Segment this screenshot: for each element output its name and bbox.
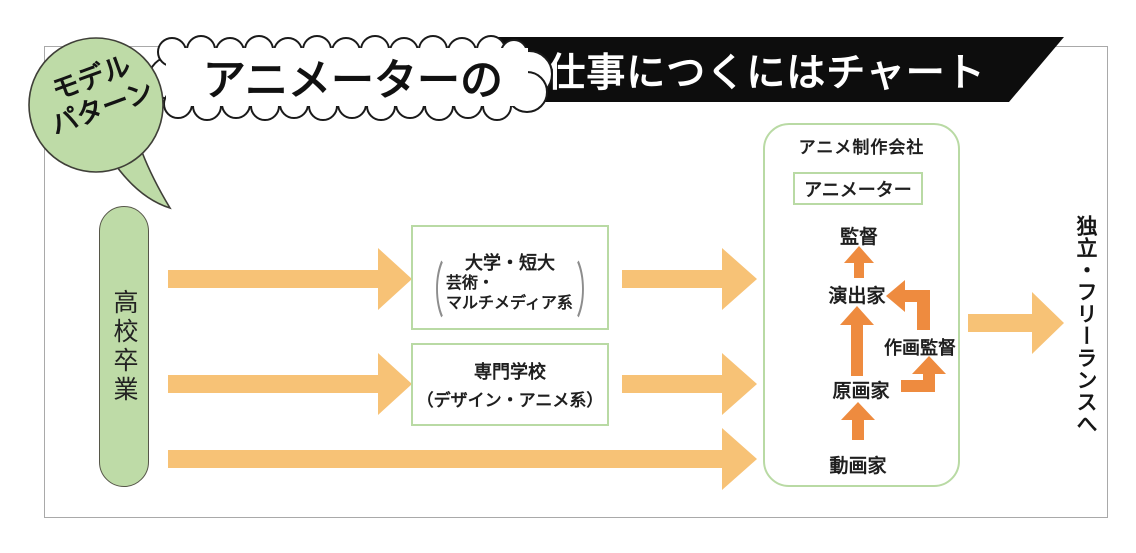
animator-box: アニメーター: [793, 172, 923, 205]
paren-open: （: [417, 258, 444, 327]
university-detail-line1: 芸術・: [446, 272, 495, 292]
role-animation-director: 作画監督: [884, 338, 956, 359]
arrow-highschool-to-company: [168, 428, 757, 490]
role-key-animator: 原画家: [832, 380, 890, 402]
arrow-university-to-company: [622, 248, 757, 310]
role-inbetweener: 動画家: [829, 455, 887, 477]
vocational-detail: （デザイン・アニメ系）: [416, 391, 604, 411]
cloud-bubble: [148, 35, 553, 121]
vocational-box: 専門学校 （デザイン・アニメ系）: [411, 343, 609, 426]
title-banner: 仕事につくにはチャート: [498, 37, 1064, 102]
arrow-episode-to-director: [844, 246, 874, 278]
arrow-key-to-animdir: [901, 356, 946, 392]
banner-title: 仕事につくにはチャート: [546, 50, 986, 96]
freelance-label: 独立・フリーランスへ: [1074, 215, 1098, 435]
university-box: 大学・短大 （ 芸術・ マルチメディア系 ）: [411, 225, 609, 330]
highschool-pill: 高校卒業: [99, 206, 149, 487]
highschool-label: 高校卒業: [110, 288, 139, 405]
arrow-inbetween-to-key: [841, 402, 875, 440]
university-detail-line2: マルチメディア系: [446, 292, 573, 312]
company-box: [763, 123, 960, 487]
university-detail: （ 芸術・ マルチメディア系 ）: [416, 263, 604, 323]
arrow-highschool-to-vocational: [168, 353, 412, 415]
vocational-name: 専門学校: [474, 362, 546, 383]
paren-close: ）: [576, 258, 603, 327]
arrow-highschool-to-university: [168, 248, 412, 310]
arrow-vocational-to-company: [622, 353, 757, 415]
role-episode-director: 演出家: [828, 285, 886, 307]
model-pattern-bubble: [28, 37, 172, 210]
animator-label: アニメーター: [804, 179, 912, 201]
company-title: アニメ制作会社: [798, 138, 925, 158]
university-name: 大学・短大: [465, 252, 555, 274]
arrow-company-to-freelance: [968, 292, 1064, 354]
freelance-outcome: 独立・フリーランスへ: [1071, 215, 1101, 439]
cloud-title: アニメーターの: [202, 56, 504, 106]
role-director: 監督: [839, 226, 879, 248]
arrow-animdir-to-episode: [886, 280, 930, 330]
arrow-key-to-episode: [840, 306, 874, 376]
